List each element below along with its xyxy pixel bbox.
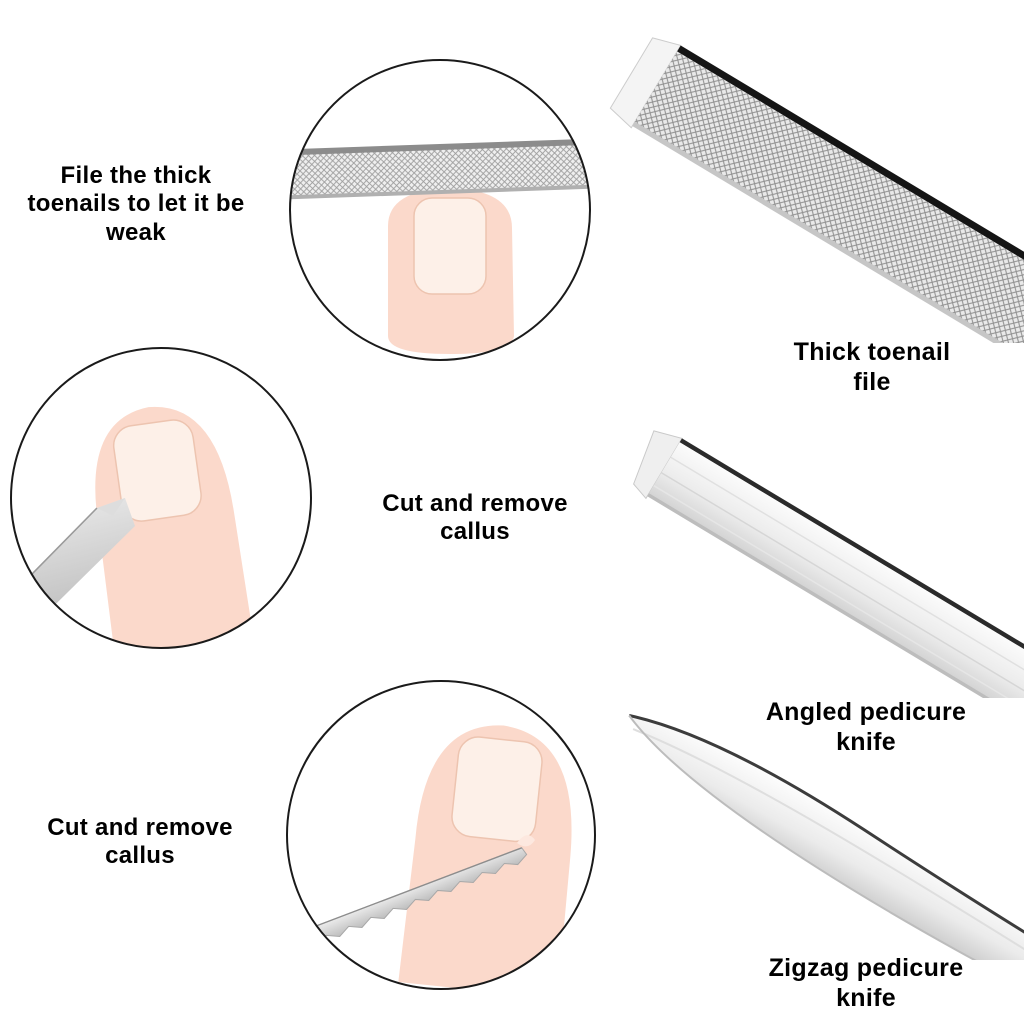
zigzag-knife-blade — [296, 847, 528, 946]
product-label-zigzag-pedicure-knife: Zigzag pedicure knife — [768, 954, 964, 1012]
knife-blade-surface — [647, 442, 1024, 698]
usage-circle-angled-knife — [10, 347, 312, 649]
toe-illustration — [398, 725, 572, 989]
usage-circle-zigzag-knife — [286, 680, 596, 990]
knife-lower-edge — [647, 493, 1024, 698]
blade-edge — [11, 507, 98, 633]
file-bottom-edge — [290, 184, 590, 200]
file-dark-edge — [677, 45, 1024, 340]
curved-blade-body — [629, 715, 1024, 960]
blade-dark-edge — [628, 714, 1024, 960]
circle-outline — [286, 680, 596, 990]
usage-circle-file — [289, 59, 591, 361]
usage-caption-zigzag: Cut and remove callus — [47, 814, 233, 870]
blade-streak — [661, 472, 1024, 698]
blade-streak — [632, 728, 1024, 960]
file-tip — [609, 37, 682, 129]
toenail — [413, 197, 487, 295]
angled-pedicure-knife-product-image — [633, 430, 1024, 698]
product-label-thick-toenail-file: Thick toenail file — [793, 338, 951, 396]
zigzag-pedicure-knife-product-image — [628, 714, 1024, 960]
callus-flap — [517, 835, 535, 847]
circle-outline — [10, 347, 312, 649]
circle-outline — [289, 59, 591, 361]
toe-illustration — [95, 406, 254, 648]
usage-caption-angled: Cut and remove callus — [382, 490, 568, 546]
usage-caption-file: File the thick toenails to let it be wea… — [27, 162, 245, 246]
knife-dark-edge — [679, 438, 1024, 698]
blade-streak — [653, 484, 1024, 698]
product-label-angled-pedicure-knife: Angled pedicure knife — [765, 698, 967, 756]
toenail — [112, 419, 202, 522]
file-surface — [290, 144, 590, 198]
toe-illustration — [388, 188, 514, 354]
blade-top-edge — [297, 847, 523, 934]
file-top-edge — [290, 138, 590, 158]
blade-lower-edge — [628, 714, 1024, 960]
file-lower-edge — [632, 121, 1024, 343]
toenail — [451, 736, 543, 843]
file-band — [290, 138, 590, 200]
serrated-blade — [296, 847, 528, 946]
knife-angled-tip — [633, 430, 683, 500]
blade-tip-facet — [97, 498, 125, 516]
blade-streak — [670, 456, 1024, 698]
file-texture-surface — [633, 51, 1024, 343]
thick-toenail-file-product-image — [609, 37, 1024, 343]
